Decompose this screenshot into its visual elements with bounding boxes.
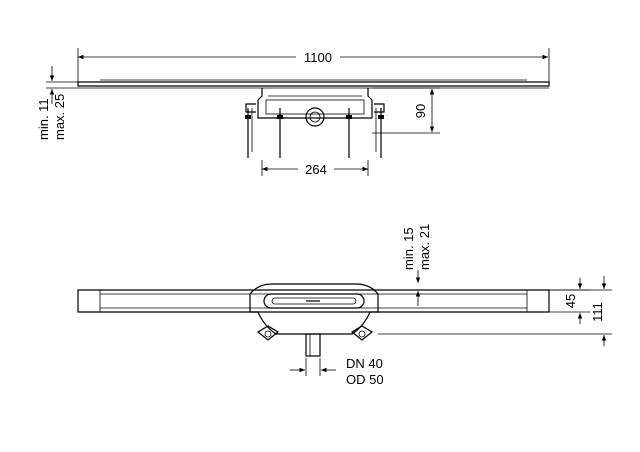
outlet-od-label: OD 50 (346, 372, 384, 387)
height-adjust-max-label: max. 25 (52, 94, 67, 140)
cover-max-label: max. 21 (417, 224, 432, 270)
installation-height-label: 90 (413, 104, 428, 118)
overall-length-label: 1100 (304, 50, 332, 65)
top-view: 1100 (36, 48, 550, 177)
cover-plate (77, 81, 550, 87)
drain-slot (263, 293, 365, 309)
cover-min-label: min. 15 (401, 227, 416, 270)
outlet-dn-label: DN 40 (346, 356, 383, 371)
outlet-circle (305, 107, 325, 127)
foot-spacing-label: 264 (305, 162, 327, 177)
total-height-label: 111 (590, 302, 605, 322)
outlet-pipe (305, 333, 321, 357)
front-view: DN 40 OD 50 min. 15 max. 21 45 111 (77, 224, 612, 387)
drain-body (245, 88, 385, 127)
height-adjust-min-label: min. 11 (36, 98, 51, 140)
adjustable-feet (245, 108, 384, 158)
channel-height-label: 45 (563, 294, 578, 308)
